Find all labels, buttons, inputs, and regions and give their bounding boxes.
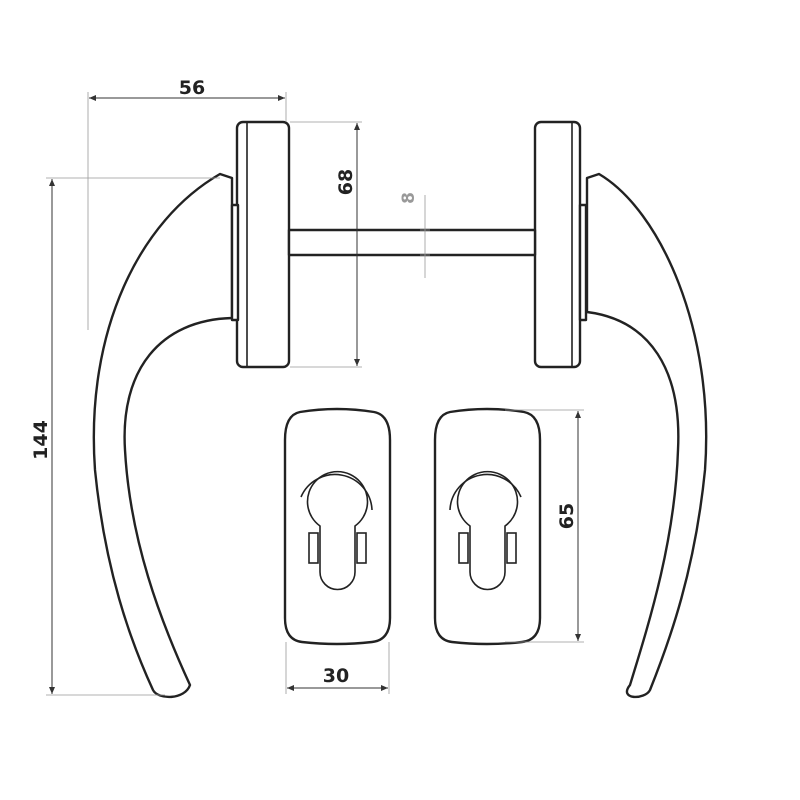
dim-65: 65 bbox=[556, 503, 578, 529]
dim-30: 30 bbox=[323, 665, 349, 687]
right-lever bbox=[585, 172, 708, 699]
left-rose bbox=[235, 120, 291, 369]
spindle bbox=[287, 228, 537, 257]
right-escutcheon bbox=[433, 407, 542, 646]
dim-68: 68 bbox=[335, 169, 357, 195]
left-lever bbox=[92, 172, 234, 699]
right-rose bbox=[533, 120, 582, 369]
dim-144: 144 bbox=[30, 420, 52, 460]
dim-56: 56 bbox=[179, 77, 205, 99]
dim-8: 8 bbox=[399, 192, 419, 204]
left-escutcheon bbox=[283, 407, 392, 646]
